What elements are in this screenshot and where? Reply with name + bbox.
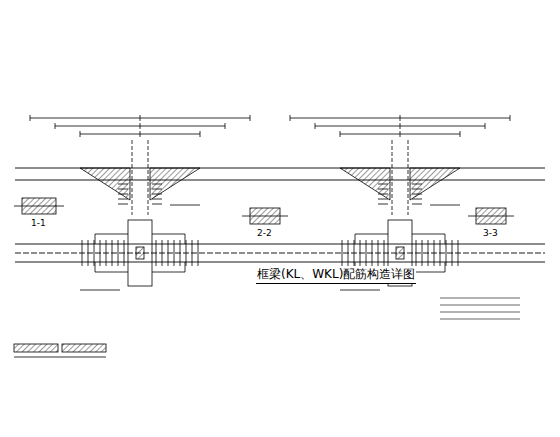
- section-mark: 1-1: [30, 218, 47, 228]
- section-mark: 3-3: [482, 228, 499, 238]
- section-mark: 2-2: [256, 228, 273, 238]
- drawing-title: 框梁(KL、WKL)配筋构造详图: [256, 266, 416, 284]
